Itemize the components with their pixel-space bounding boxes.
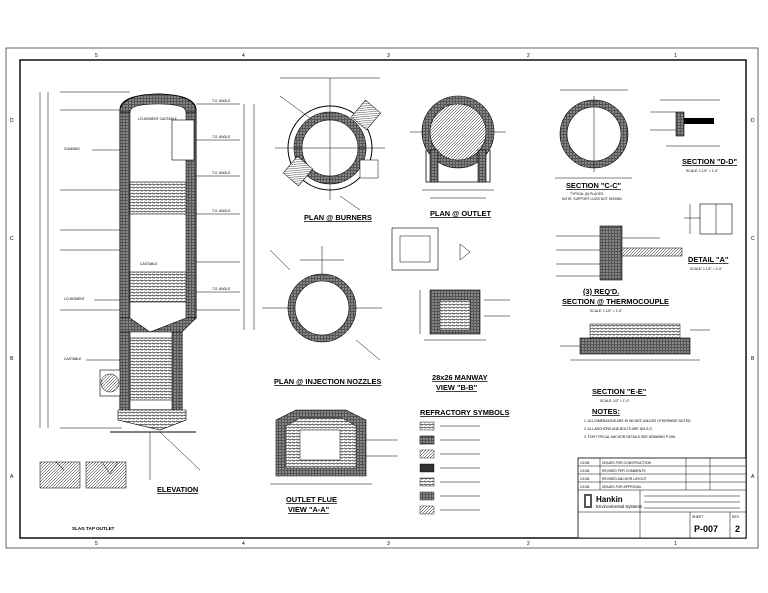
svg-text:1/1/06: 1/1/06 [580,477,590,481]
svg-text:4: 4 [242,53,245,59]
svg-text:SCALE: 1/2" = 1'-0": SCALE: 1/2" = 1'-0" [600,399,630,403]
note-1: 1. ALL DIMENSIONS ARE IN INCHES UNLESS O… [584,419,691,423]
svg-text:GUNNING: GUNNING [64,147,80,151]
svg-text:T.O. ANGLE: T.O. ANGLE [212,135,231,139]
svg-text:5: 5 [95,541,98,547]
manway-view: 28x26 MANWAY VIEW "B-B" [391,227,510,392]
refractory-symbols-title: REFRACTORY SYMBOLS [420,408,509,417]
svg-text:A: A [751,474,755,480]
zone-markers-bottom: 5 4 3 2 1 [95,541,677,547]
svg-text:SCALE: 1 1/2" = 1'-0": SCALE: 1 1/2" = 1'-0" [686,169,719,173]
refractory-symbols-legend: REFRACTORY SYMBOLS [419,408,509,515]
svg-text:B: B [10,356,14,362]
svg-text:SHEET: SHEET [692,515,703,519]
detail-a-view: DETAIL "A" SCALE: 1 1/2" = 1'-0" [684,203,733,271]
svg-text:D: D [10,118,14,124]
company-logo [584,494,592,508]
svg-text:NOTE: SUPPORT LUGS NOT SHOWN: NOTE: SUPPORT LUGS NOT SHOWN [562,197,622,201]
svg-text:CASTABLE: CASTABLE [140,262,158,266]
section-cc-view: SECTION "C-C" TYPICAL (6) PLACES NOTE: S… [555,89,632,201]
outlet-flue-view: OUTLET FLUE VIEW "A-A" [270,409,398,514]
svg-text:LO-MOMENT CASTABLE: LO-MOMENT CASTABLE [138,117,178,121]
company-name: Hankin [596,495,623,504]
svg-text:1: 1 [674,53,677,59]
svg-text:2: 2 [527,541,530,547]
svg-text:T.O. ANGLE: T.O. ANGLE [212,171,231,175]
svg-text:CASTABLE: CASTABLE [64,357,82,361]
plan-burners-title: PLAN @ BURNERS [304,213,372,222]
outer-frame [5,47,759,549]
plan-injection-title: PLAN @ INJECTION NOZZLES [274,377,381,386]
svg-text:3: 3 [387,541,390,547]
section-dd-title: SECTION "D-D" [682,157,738,166]
plan-outlet-title: PLAN @ OUTLET [430,209,491,218]
outlet-flue-title: OUTLET FLUE [286,495,337,504]
svg-text:A: A [10,474,14,480]
svg-text:T.O. ANGLE: T.O. ANGLE [212,99,231,103]
inner-frame [19,59,747,539]
svg-text:REV: REV [732,515,740,519]
svg-text:B: B [751,356,755,362]
svg-text:C: C [751,236,755,242]
revision-desc: ISSUED FOR CONSTRUCTION [602,461,652,465]
drawing-number: P-007 [694,524,718,534]
svg-text:1: 1 [674,541,677,547]
section-ee-title: SECTION "E-E" [592,387,647,396]
section-dd-view: SECTION "D-D" SCALE: 1 1/2" = 1'-0" [650,99,738,173]
note-2: 2. ALL ANCHORS AND BOLTS ARE 304 S.S. [584,427,653,431]
svg-text:REVISED ANCHOR LAYOUT: REVISED ANCHOR LAYOUT [602,477,647,481]
section-ee-view: SECTION "E-E" SCALE: 1/2" = 1'-0" [560,323,710,403]
svg-text:(3) REQ'D.: (3) REQ'D. [583,287,619,296]
elevation-title: ELEVATION [157,485,198,494]
detail-a-title: DETAIL "A" [688,255,729,264]
svg-text:REVISED PER COMMENTS: REVISED PER COMMENTS [602,469,646,473]
note-3: 3. FOR TYPICAL ANCHOR DETAILS SEE DRAWIN… [584,435,676,439]
svg-text:5: 5 [95,53,98,59]
notes-title: NOTES: [592,407,620,416]
svg-text:3: 3 [387,53,390,59]
svg-text:SCALE: 1 1/2" = 1'-0": SCALE: 1 1/2" = 1'-0" [590,309,623,313]
svg-text:Environmental Systems: Environmental Systems [596,504,643,509]
svg-text:2: 2 [527,53,530,59]
plan-outlet-view: PLAN @ OUTLET [410,95,506,218]
title-block: 1/1/06 ISSUED FOR CONSTRUCTION 1/1/06 RE… [577,457,747,539]
svg-text:TYPICAL (6) PLACES: TYPICAL (6) PLACES [570,192,604,196]
revision-number: 2 [735,524,740,534]
svg-text:T.O. ANGLE: T.O. ANGLE [212,209,231,213]
svg-text:SCALE: 1 1/2" = 1'-0": SCALE: 1 1/2" = 1'-0" [690,267,723,271]
svg-text:T.O. ANGLE: T.O. ANGLE [212,287,231,291]
zone-markers-side: D C B A D C B A [10,118,755,480]
zone-markers-top: 5 4 3 2 1 [95,53,677,59]
svg-text:LO-MOMENT: LO-MOMENT [64,297,85,301]
svg-text:VIEW "B-B": VIEW "B-B" [436,383,478,392]
section-cc-title: SECTION "C-C" [566,181,622,190]
thermocouple-section-view: (3) REQ'D. SECTION @ THERMOCOUPLE SCALE:… [556,225,683,313]
manway-title: 28x26 MANWAY [432,373,488,382]
svg-text:VIEW "A-A": VIEW "A-A" [288,505,330,514]
svg-text:4: 4 [242,541,245,547]
plan-burners-view: PLAN @ BURNERS [275,77,385,222]
notes-block: NOTES: 1. ALL DIMENSIONS ARE IN INCHES U… [584,407,691,439]
svg-text:ISSUED FOR APPROVAL: ISSUED FOR APPROVAL [602,485,642,489]
svg-text:D: D [751,118,755,124]
thermocouple-title: SECTION @ THERMOCOUPLE [562,297,669,306]
plan-injection-view: PLAN @ INJECTION NOZZLES [262,246,382,386]
svg-text:1/1/06: 1/1/06 [580,485,590,489]
svg-text:C: C [10,236,14,242]
svg-text:1/1/06: 1/1/06 [580,469,590,473]
revision-date: 1/1/06 [580,461,590,465]
elevation-view: T.O. ANGLE T.O. ANGLE T.O. ANGLE T.O. AN… [39,91,255,531]
slag-tap-title: SLAG TAP OUTLET [72,526,115,531]
